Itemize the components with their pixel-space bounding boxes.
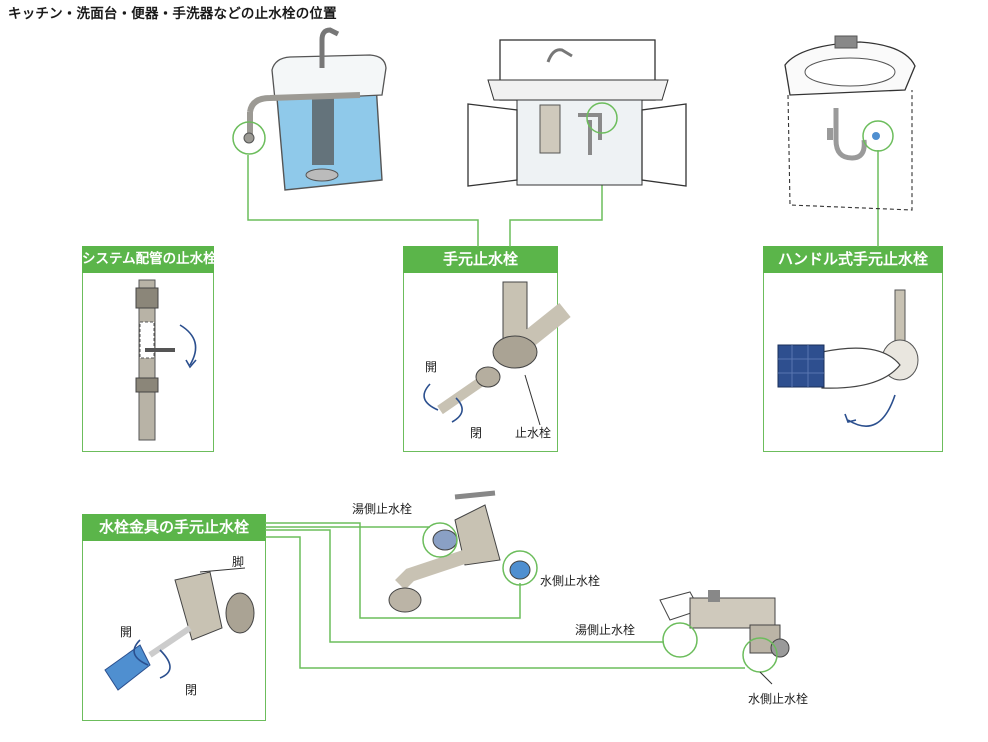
faucet-leg-label: 脚: [232, 554, 244, 569]
faucet-fitting-valve-illustration: [104, 567, 255, 691]
faucet-fitting-panel-title: 水栓金具の手元止水栓: [82, 514, 266, 541]
cold-valve-label-1: 水側止水栓: [540, 574, 601, 588]
thermostatic-faucet-illustration: [659, 590, 790, 685]
kitchen-cabinet-illustration: [467, 39, 687, 187]
handheld-open-label: 開: [425, 360, 437, 374]
hot-valve-label-2: 湯側止水栓: [575, 623, 636, 637]
hand-basin-illustration: [784, 35, 916, 211]
system-pipe-valve-illustration: [135, 279, 197, 441]
handheld-valve-panel-title: 手元止水栓: [403, 246, 558, 273]
faucet-close-label: 閉: [185, 683, 197, 697]
system-pipe-panel-title: システム配管の止水栓: [82, 246, 217, 273]
handheld-valve-label: 止水栓: [515, 425, 551, 440]
handheld-valve-illustration: [423, 281, 571, 426]
cold-valve-label-2: 水側止水栓: [748, 692, 809, 706]
hot-valve-label-1: 湯側止水栓: [352, 502, 413, 516]
wall-faucet-illustration: [388, 490, 538, 613]
handle-type-panel-title: ハンドル式手元止水栓: [763, 246, 943, 273]
faucet-open-label: 開: [120, 625, 132, 639]
page-title: キッチン・洗面台・便器・手洗器などの止水栓の位置: [8, 6, 337, 22]
toilet-tank-illustration: [232, 27, 387, 191]
handle-type-valve-illustration: [777, 289, 919, 427]
handheld-close-label: 閉: [470, 426, 482, 440]
